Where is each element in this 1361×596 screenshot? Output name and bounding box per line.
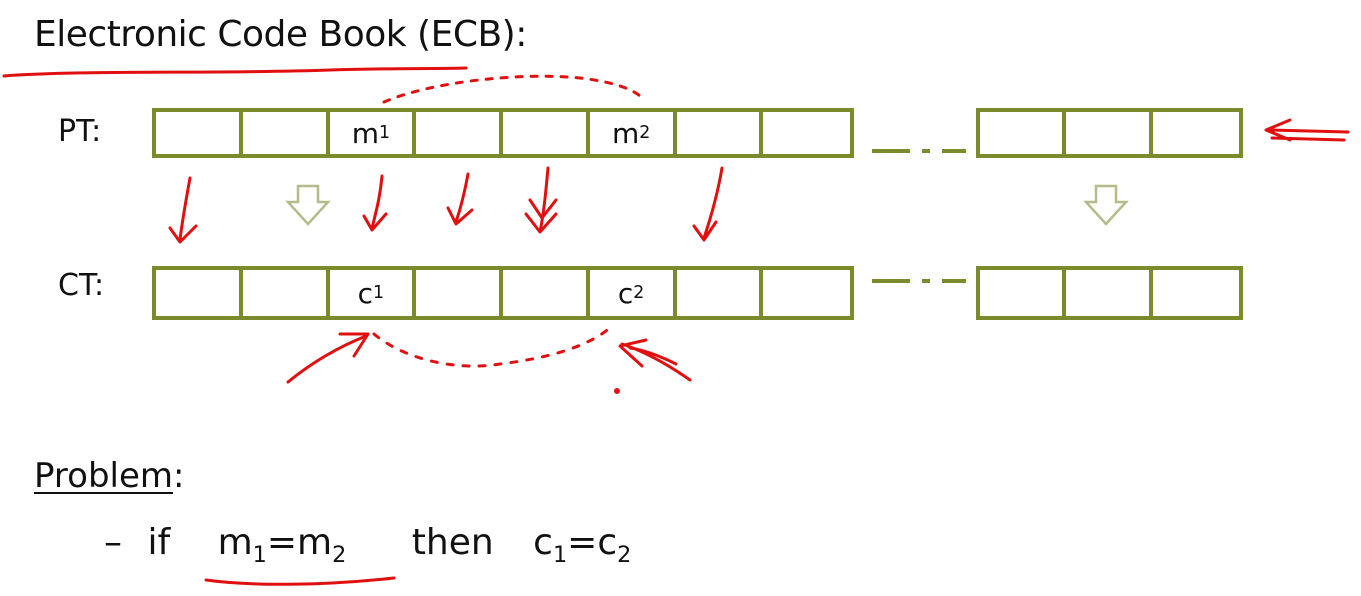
ct-block-subscript: 1 — [373, 283, 385, 303]
c2-pointer-arrow-annotation — [618, 338, 692, 382]
pt-block-7 — [677, 112, 764, 154]
cond-m2-sub: 2 — [332, 542, 347, 569]
ct-block-label: c — [357, 276, 374, 310]
pt-dotted-arc-annotation — [382, 74, 644, 104]
ct-block-label: c — [617, 276, 634, 310]
ct-block-5 — [503, 270, 590, 316]
res-c2-sub: 2 — [617, 542, 632, 569]
then-word: then — [411, 522, 494, 563]
ct-tail-block-2 — [1066, 270, 1153, 316]
cond-eq: = — [266, 522, 298, 563]
c1-pointer-arrow-annotation — [286, 332, 370, 384]
outline-down-arrow-icon — [285, 184, 331, 226]
cond-m2: m — [297, 522, 333, 563]
slide-title: Electronic Code Book (ECB): — [34, 14, 527, 55]
res-c1-sub: 1 — [552, 542, 568, 569]
res-c2: c — [597, 522, 618, 563]
title-underline-annotation — [2, 66, 468, 78]
pt-block-subscript: 1 — [378, 123, 391, 143]
down-arrow-annotation — [692, 166, 724, 242]
pt-block-label: m — [351, 116, 379, 150]
ct-block-1 — [156, 270, 243, 316]
res-c1: c — [533, 522, 553, 563]
pt-tail-strip — [976, 108, 1243, 158]
condition-underline-annotation — [204, 576, 396, 586]
down-arrow-annotation — [524, 166, 558, 234]
pt-block-subscript: 2 — [639, 123, 651, 143]
problem-colon: : — [173, 456, 185, 496]
pt-block-4 — [416, 112, 503, 154]
ct-block-7 — [677, 270, 764, 316]
condition-expression: m1=m2 — [218, 522, 347, 568]
problem-bullet: – if m1=m2 then c1=c2 — [104, 522, 631, 568]
ct-block-2 — [243, 270, 330, 316]
ct-row-label: CT: — [58, 268, 105, 303]
pt-tail-block-2 — [1066, 112, 1153, 154]
res-eq: = — [567, 522, 598, 563]
pt-input-arrow-annotation — [1264, 118, 1350, 142]
if-word: if — [147, 522, 171, 563]
pt-block-5 — [503, 112, 590, 154]
down-arrow-annotation — [168, 176, 198, 244]
problem-word: Problem — [34, 456, 174, 496]
ct-dotted-arc-annotation — [372, 324, 614, 368]
result-expression: c1=c2 — [533, 522, 631, 568]
pt-block-1 — [156, 112, 243, 154]
ct-block-4 — [416, 270, 503, 316]
bullet-dash: – — [104, 522, 122, 563]
ct-tail-strip — [976, 266, 1243, 320]
stray-dot-annotation — [614, 388, 620, 394]
down-arrow-annotation — [362, 174, 388, 232]
pt-row-label: PT: — [58, 114, 102, 149]
pt-block-2 — [243, 112, 330, 154]
ct-block-subscript: 2 — [633, 283, 645, 303]
pt-tail-block-1 — [980, 112, 1067, 154]
outline-down-arrow-icon — [1083, 184, 1129, 226]
ct-tail-block-1 — [980, 270, 1067, 316]
cond-m1: m — [217, 522, 253, 563]
pt-block-label: m — [611, 116, 640, 150]
cond-m1-sub: 1 — [252, 542, 267, 569]
down-arrow-annotation — [446, 172, 474, 226]
problem-heading: Problem: — [34, 456, 184, 496]
